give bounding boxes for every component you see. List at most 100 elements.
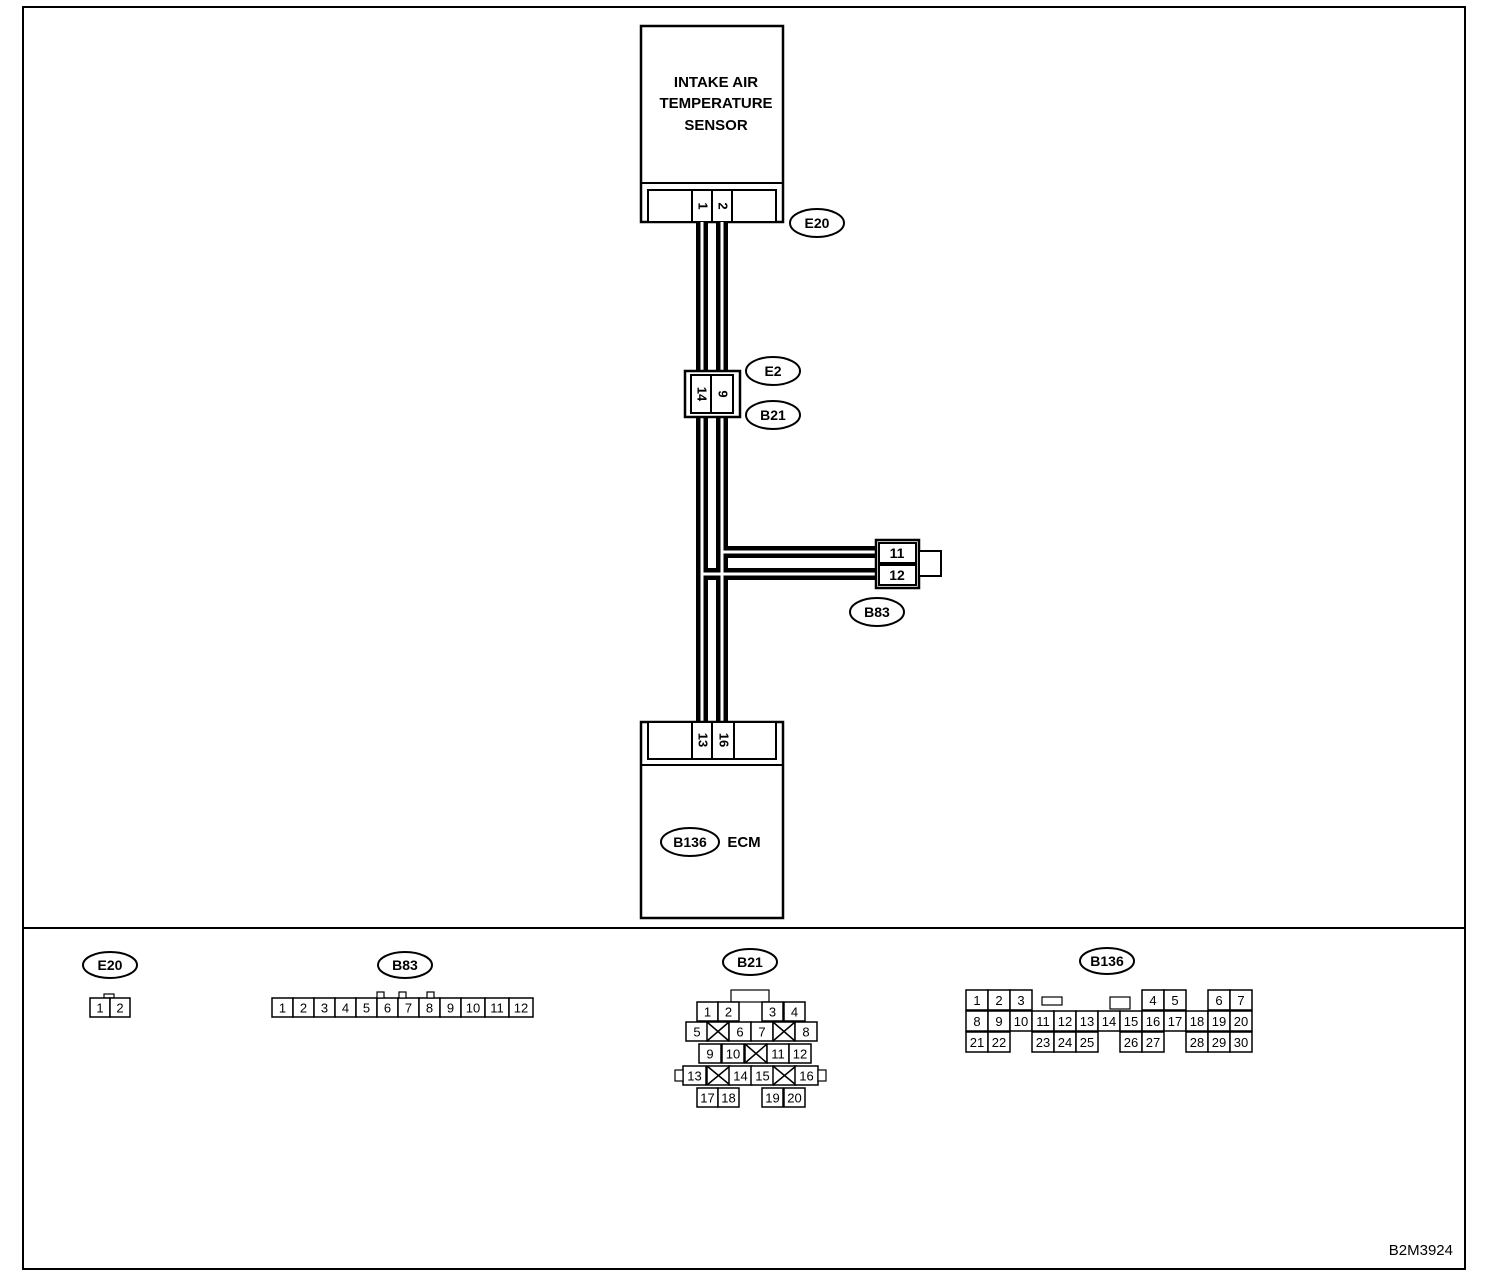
view-tag-b136: B136	[1079, 947, 1135, 975]
view-b21-pin-13: 13	[682, 1065, 707, 1086]
view-b21-pin-3: 3	[761, 1001, 784, 1022]
view-b21-pin-11-label: 11	[771, 1047, 785, 1062]
view-b136-pin-3-label: 3	[1017, 993, 1024, 1008]
joint-pin-9: 9	[716, 390, 731, 397]
view-b136-pin-15-label: 15	[1124, 1014, 1138, 1029]
diagram-frame	[22, 6, 1466, 1270]
view-b21-pin-blank-3-1	[706, 1065, 731, 1086]
view-b136-pin-12-label: 12	[1058, 1014, 1072, 1029]
view-b83-pin-5-label: 5	[363, 1001, 370, 1016]
view-b136-pin-16: 16	[1141, 1010, 1165, 1032]
connector-tag-b136	[660, 827, 720, 857]
sensor-pin-1: 1	[696, 202, 711, 209]
view-b136-pin-29-label: 29	[1212, 1035, 1226, 1050]
view-b136-pin-23: 23	[1031, 1031, 1055, 1053]
view-b21-pin-8-label: 8	[802, 1025, 809, 1040]
view-b136-pin-17: 17	[1163, 1010, 1187, 1032]
view-b83-pin-7: 7	[397, 997, 420, 1018]
joint-pin-14: 14	[695, 387, 710, 402]
view-b21-pin-18: 18	[717, 1087, 740, 1108]
view-b21-pin-4: 4	[783, 1001, 806, 1022]
view-b21-pin-16: 16	[794, 1065, 819, 1086]
view-b136-pin-26-label: 26	[1124, 1035, 1138, 1050]
view-b83-pin-2: 2	[292, 997, 315, 1018]
connector-tag-e20: E20	[789, 208, 845, 238]
view-b136-pin-10-label: 10	[1014, 1014, 1028, 1029]
view-e20-pin-2-label: 2	[116, 1001, 123, 1016]
view-b136-pin-20-label: 20	[1234, 1014, 1248, 1029]
view-b83-pin-4-label: 4	[342, 1001, 349, 1016]
view-b21-pin-14: 14	[728, 1065, 753, 1086]
view-b21-pin-9-label: 9	[706, 1047, 713, 1062]
view-b136-pin-14: 14	[1097, 1010, 1121, 1032]
view-e20-pin-2: 2	[109, 997, 131, 1018]
view-b83-pin-12-label: 12	[514, 1001, 528, 1016]
view-b83-pin-9-label: 9	[447, 1001, 454, 1016]
view-b136-pin-27: 27	[1141, 1031, 1165, 1053]
view-b21-pin-blank-3-4	[772, 1065, 797, 1086]
view-b21-pin-6: 6	[728, 1021, 752, 1042]
view-b136-pin-21: 21	[965, 1031, 989, 1053]
view-b21-pin-20-label: 20	[787, 1091, 801, 1106]
view-b136-pin-9: 9	[987, 1010, 1011, 1032]
view-b136-pin-7-label: 7	[1237, 993, 1244, 1008]
view-b21-pin-9: 9	[698, 1043, 722, 1064]
sensor-name-line-1: INTAKE AIR	[674, 74, 758, 91]
view-b136-pin-19: 19	[1207, 1010, 1231, 1032]
view-b136-pin-18: 18	[1185, 1010, 1209, 1032]
view-b83-pin-6: 6	[376, 997, 399, 1018]
view-b136-pin-1-label: 1	[973, 993, 980, 1008]
view-b83-pin-2-label: 2	[300, 1001, 307, 1016]
view-b136-pin-25-label: 25	[1080, 1035, 1094, 1050]
svg-text:B21: B21	[760, 407, 786, 423]
view-b21-pin-3-label: 3	[769, 1005, 776, 1020]
ecm-pin-13: 13	[696, 733, 711, 747]
view-tag-b83: B83	[377, 951, 433, 979]
view-b21-pin-16-label: 16	[799, 1069, 813, 1084]
view-b83-pin-3-label: 3	[321, 1001, 328, 1016]
view-b136-pin-8-label: 8	[973, 1014, 980, 1029]
view-b83-pin-1-label: 1	[279, 1001, 286, 1016]
view-b136-pin-25: 25	[1075, 1031, 1099, 1053]
view-b136-pin-5-label: 5	[1171, 993, 1178, 1008]
view-b83-pin-4: 4	[334, 997, 357, 1018]
view-b136-pin-24: 24	[1053, 1031, 1077, 1053]
view-b136-pin-9-label: 9	[995, 1014, 1002, 1029]
view-b136-pin-30: 30	[1229, 1031, 1253, 1053]
view-b83-pin-7-label: 7	[405, 1001, 412, 1016]
view-tag-b21: B21	[722, 948, 778, 976]
view-b83-pin-6-label: 6	[384, 1001, 391, 1016]
view-b136-pin-22-label: 22	[992, 1035, 1006, 1050]
view-b83-pin-10-label: 10	[466, 1001, 480, 1016]
view-b136-pin-4: 4	[1141, 989, 1165, 1011]
view-b21-pin-12-label: 12	[793, 1047, 807, 1062]
view-tag-e20-label: E20	[98, 957, 123, 973]
sensor-name-line-3: SENSOR	[684, 117, 748, 134]
intake-air-temperature-sensor: INTAKE AIR TEMPERATURE SENSOR 1 2	[639, 24, 785, 224]
view-tag-b136-label: B136	[1090, 953, 1124, 969]
view-b21-pin-15: 15	[750, 1065, 775, 1086]
view-b21-pin-20: 20	[783, 1087, 806, 1108]
view-b136-pin-19-label: 19	[1212, 1014, 1226, 1029]
view-b136-pin-28-label: 28	[1190, 1035, 1204, 1050]
view-b136-pin-4-label: 4	[1149, 993, 1156, 1008]
view-b83-pin-9: 9	[439, 997, 462, 1018]
view-b21-pin-10: 10	[721, 1043, 745, 1064]
connector-tag-b21: B21	[745, 400, 801, 430]
ecm-connector-id: B136	[673, 834, 707, 850]
view-tag-e20: E20	[82, 951, 138, 979]
view-b21-pin-17: 17	[696, 1087, 719, 1108]
view-b83-pin-8: 8	[418, 997, 441, 1018]
view-b21-pin-13-label: 13	[687, 1069, 701, 1084]
connector-tag-b83: B83	[849, 597, 905, 627]
view-b83-pin-8-label: 8	[426, 1001, 433, 1016]
view-b136-pin-2: 2	[987, 989, 1011, 1011]
b83-pin-12: 12	[889, 567, 905, 583]
view-b83-pin-1: 1	[271, 997, 294, 1018]
view-tag-b83-label: B83	[392, 957, 418, 973]
view-b136-pin-26: 26	[1119, 1031, 1143, 1053]
